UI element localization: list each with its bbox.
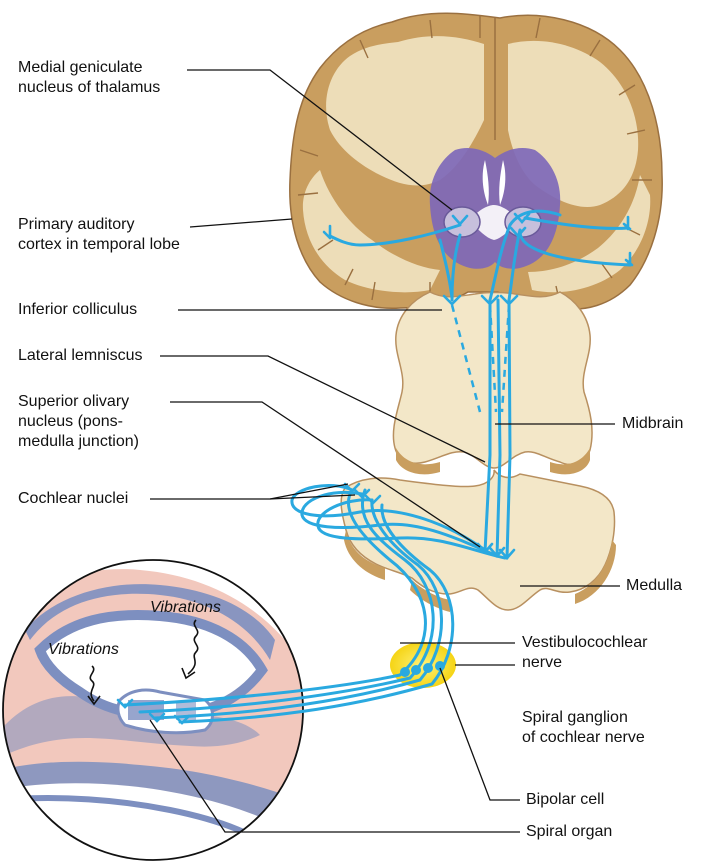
label-line: Lateral lemniscus: [18, 346, 143, 366]
label-medial-geniculate: Medial geniculate nucleus of thalamus: [18, 58, 160, 98]
label-line: nucleus of thalamus: [18, 78, 160, 98]
label-lateral-lemniscus: Lateral lemniscus: [18, 346, 143, 366]
label-line: Medial geniculate: [18, 58, 160, 78]
label-line: medulla junction): [18, 432, 139, 452]
label-spiral-ganglion: Spiral ganglion of cochlear nerve: [522, 708, 645, 748]
label-line: Spiral ganglion: [522, 708, 645, 728]
label-vibrations-lower: Vibrations: [48, 640, 119, 660]
leader-bipolar-cell: [440, 668, 520, 800]
label-bipolar-cell: Bipolar cell: [526, 790, 604, 810]
label-line: Vibrations: [48, 640, 119, 660]
leader-primary-auditory: [190, 219, 292, 227]
label-primary-auditory-cortex: Primary auditory cortex in temporal lobe: [18, 215, 180, 255]
label-line: Bipolar cell: [526, 790, 604, 810]
label-line: Midbrain: [622, 414, 683, 434]
midbrain-section: [393, 292, 592, 474]
label-line: of cochlear nerve: [522, 728, 645, 748]
label-medulla: Medulla: [626, 576, 682, 596]
label-vibrations-upper: Vibrations: [150, 598, 221, 618]
label-line: Vibrations: [150, 598, 221, 618]
label-cochlear-nuclei: Cochlear nuclei: [18, 489, 128, 509]
label-line: Vestibulocochlear: [522, 633, 647, 653]
label-line: Medulla: [626, 576, 682, 596]
label-line: nerve: [522, 653, 647, 673]
label-line: Superior olivary: [18, 392, 139, 412]
label-line: nucleus (pons-: [18, 412, 139, 432]
label-vestibulocochlear-nerve: Vestibulocochlear nerve: [522, 633, 647, 673]
label-midbrain: Midbrain: [622, 414, 683, 434]
label-spiral-organ: Spiral organ: [526, 822, 612, 842]
label-superior-olivary: Superior olivary nucleus (pons- medulla …: [18, 392, 139, 452]
label-line: Spiral organ: [526, 822, 612, 842]
label-line: Primary auditory: [18, 215, 180, 235]
label-line: cortex in temporal lobe: [18, 235, 180, 255]
label-line: Cochlear nuclei: [18, 489, 128, 509]
label-line: Inferior colliculus: [18, 300, 137, 320]
label-inferior-colliculus: Inferior colliculus: [18, 300, 137, 320]
